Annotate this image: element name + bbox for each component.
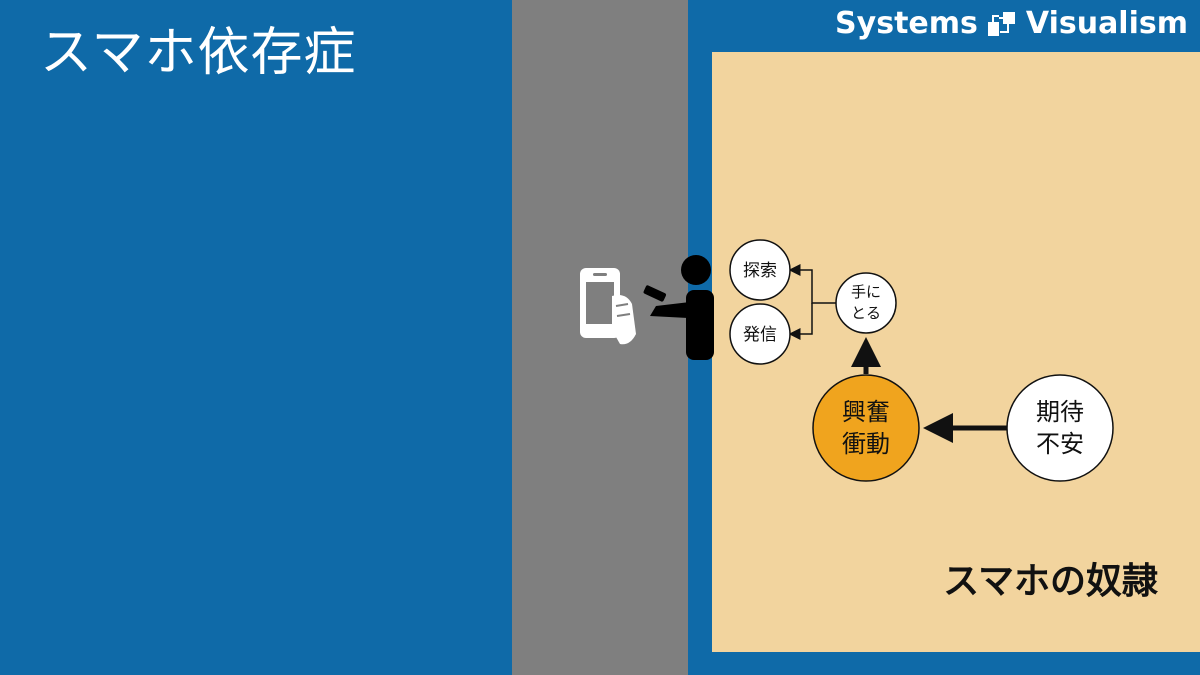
smartphone-in-hand-icon [580,268,636,345]
node-excitement-line1: 興奮 [842,398,890,426]
brand-name-right: Visualism [1025,6,1188,41]
node-pick-up-line1: 手に [851,283,881,301]
left-panel: スマホ依存症 [0,0,512,675]
node-excitement: 興奮 衝動 [812,374,920,482]
node-excitement-line2: 衝動 [842,430,890,458]
node-post: 発信 [729,303,791,365]
diagram-area: スマホの奴隷 [712,52,1200,652]
node-expectation-line1: 期待 [1036,398,1084,426]
node-search: 探索 [729,239,791,301]
node-pick-up-line2: とる [851,304,881,322]
node-pick-up: 手に とる [835,272,897,334]
systems-visualism-logo-icon [987,11,1015,36]
node-search-label: 探索 [743,261,777,281]
page-title: スマホ依存症 [40,23,357,83]
area-label: スマホの奴隷 [943,561,1158,602]
connectors [788,264,1008,443]
brand-logo: Systems Visualism [835,6,1188,41]
brand-name-left: Systems [835,6,978,41]
node-post-label: 発信 [743,325,777,345]
node-expectation: 期待 不安 [1006,374,1114,482]
node-expectation-line2: 不安 [1036,430,1084,458]
person-holding-phone-icon [643,255,714,360]
